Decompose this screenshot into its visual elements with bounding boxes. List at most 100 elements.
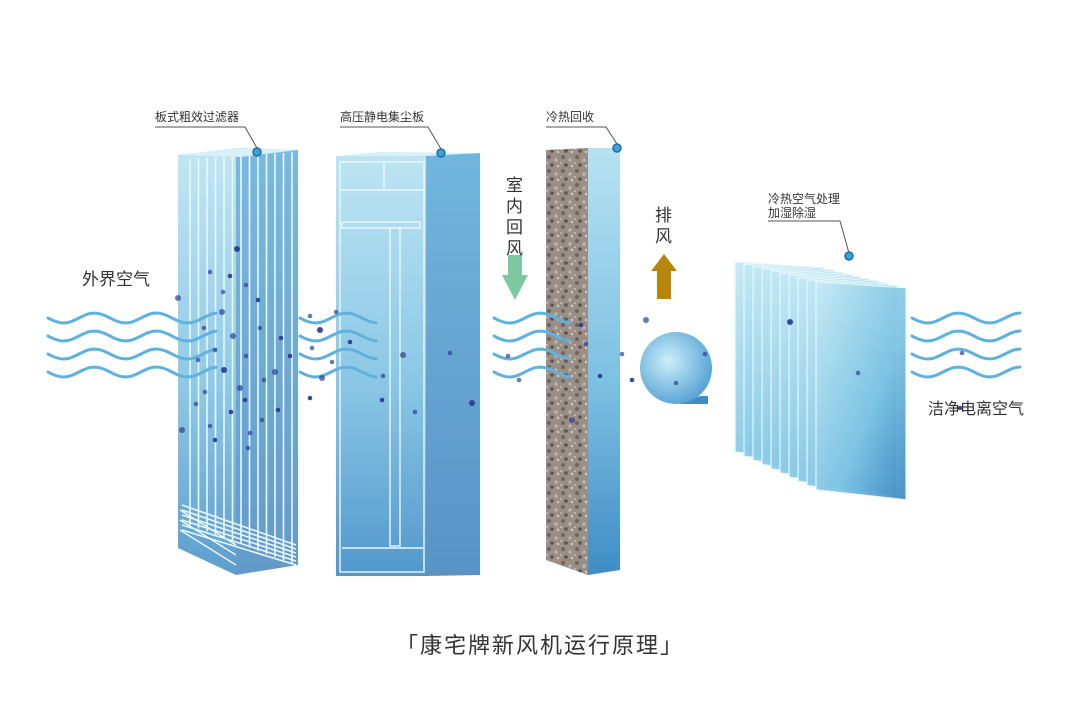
dust-particle [259,417,265,423]
airflow-waves [46,311,1022,379]
filter-grid-line [181,509,297,550]
air-wave [46,365,218,379]
air-wave [46,311,218,325]
return-air-arrow-icon [502,255,528,300]
filter-grid-line [181,529,297,566]
dust-particle [505,353,511,359]
dust-particle [219,309,225,315]
dust-particle [317,327,323,333]
dust-particles [175,246,965,451]
dust-particle [569,417,575,423]
outside-air-label: 外界空气 [82,270,150,290]
dust-particle [278,335,284,341]
dust-particle [227,273,233,279]
air-wave [492,311,572,325]
dust-particle [212,437,218,443]
dust-particle [329,359,335,365]
dust-particle [255,297,261,303]
dust-particle [221,367,227,373]
dust-particle [212,347,218,353]
dust-particle [242,397,248,403]
dust-particle [175,295,181,301]
dust-particle [202,389,208,395]
dust-particle [230,333,236,339]
dust-particle [412,409,418,415]
dust-particle [179,427,185,433]
dust-particle [347,339,353,345]
dust-particle [272,369,278,375]
heat-recovery-label: 冷热回收 [546,110,594,124]
air-wave [46,329,218,343]
dust-particle [257,325,263,331]
leader-lines [155,126,850,254]
dust-particle [855,370,861,376]
dust-particle [287,353,293,359]
return-air-char-4: 风 [506,239,523,259]
dust-particle [319,375,325,381]
dust-particle [261,377,267,383]
filter-grid-line [181,504,297,546]
air-wave [492,365,572,379]
dust-particle [307,395,313,401]
dust-particle [307,313,313,319]
return-air-char-2: 内 [506,197,523,217]
dust-particle [309,345,315,351]
dust-particle [400,352,406,358]
dust-particle [275,407,281,413]
treatment-label-line2: 加湿除湿 [768,205,816,220]
dust-particle [228,409,234,415]
air-wave [492,329,572,343]
return-air-char-1: 室 [506,176,523,196]
dust-particle [516,377,522,383]
dust-particle [787,319,793,325]
air-wave [910,329,1022,343]
dust-particle [583,341,589,347]
exhaust-char-2: 风 [655,227,672,247]
coarse-filter-label: 板式粗效过滤器 [155,109,239,124]
dust-particle [220,289,226,295]
air-wave [298,365,378,379]
dust-particle [629,377,635,383]
dust-particle [643,317,649,323]
dust-particle [619,351,625,357]
dust-particle [673,380,679,386]
filter-grid-line [181,514,297,554]
air-wave [46,347,218,361]
clean-air-label: 洁净电离空气 [928,399,1024,418]
dust-particle [193,401,199,407]
dust-particle [207,423,213,429]
exhaust-char-1: 排 [655,206,672,226]
dust-particle [243,353,249,359]
dust-particle [333,309,339,315]
air-wave [492,347,572,361]
dust-particle [237,385,243,391]
fan-ball [640,332,712,404]
dust-particle [957,405,963,411]
dust-particle [959,350,965,356]
dust-particle [195,357,201,363]
dust-particle [243,282,249,288]
air-wave [910,311,1022,325]
treatment-card [815,281,907,501]
air-wave [298,329,378,343]
exhaust-arrow-icon [651,254,677,299]
dust-particle [702,351,708,357]
air-wave [298,347,378,361]
treatment-label-line1: 冷热空气处理 [768,191,840,206]
dust-particle [245,445,251,451]
hv-plate-label: 高压静电集尘板 [340,109,424,124]
dust-particle [380,373,386,379]
filter-grid-line [181,524,297,562]
diagram-caption: 「康宅牌新风机运行原理」 [395,634,684,659]
dust-particle [379,397,385,403]
air-wave [910,347,1022,361]
coarse-filter-panel [178,147,298,575]
air-wave [298,311,378,325]
dust-particle [469,400,475,406]
dust-particle [597,373,603,379]
treatment-cards [734,261,907,501]
dust-particle [207,269,213,275]
return-air-char-3: 回 [506,218,523,238]
dust-particle [201,325,207,331]
dust-particle [447,350,453,356]
